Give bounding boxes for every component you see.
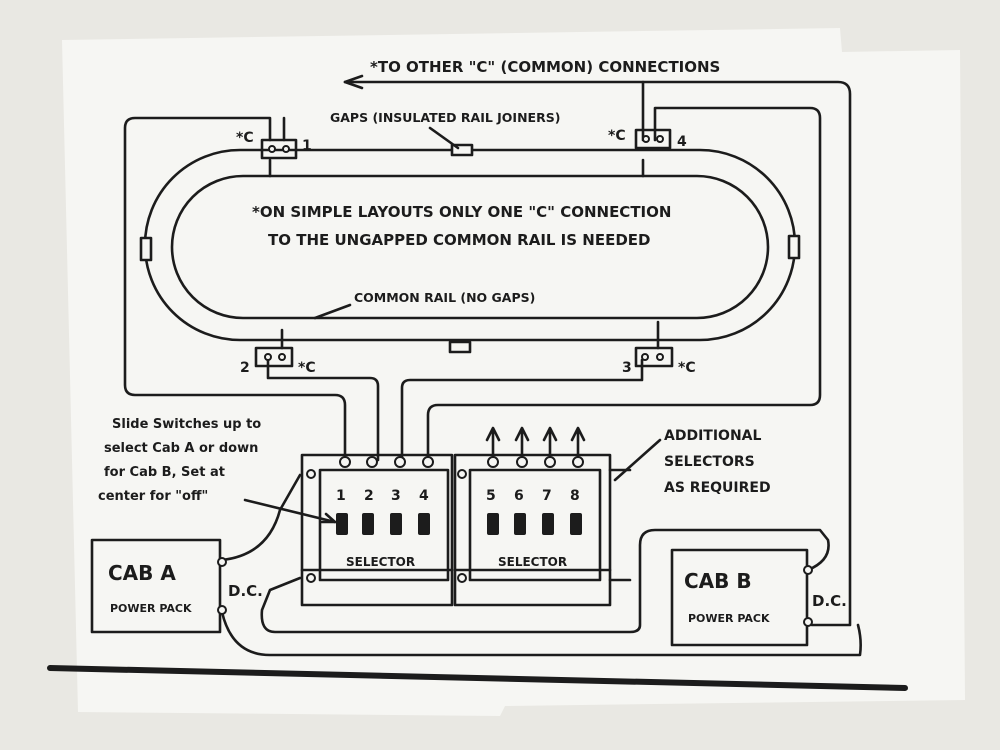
wire-cab-a-1 — [220, 473, 302, 562]
bottom-edge-line — [47, 665, 908, 691]
gap-left — [139, 236, 153, 262]
cab-b-dc: D.C. — [812, 592, 847, 610]
cab-b-box — [670, 548, 809, 647]
paper-sheet — [62, 28, 965, 716]
selector-num-4: 4 — [419, 488, 429, 504]
cab-a-dc: D.C. — [228, 582, 263, 600]
wire-common-top — [641, 80, 852, 627]
to-other-connections-label: *TO OTHER "C" (COMMON) CONNECTIONS — [370, 58, 720, 76]
additional-selectors-1: ADDITIONAL — [664, 428, 761, 444]
slide-switch-2[interactable] — [362, 513, 374, 535]
block-2-number: 2 — [240, 360, 250, 376]
selector-panel-right — [453, 453, 612, 607]
block-connector-4 — [634, 128, 672, 150]
wire-block2 — [266, 358, 380, 462]
gaps-label: GAPS (INSULATED RAIL JOINERS) — [330, 110, 560, 125]
selector-right-label: SELECTOR — [498, 555, 567, 569]
terminal-7 — [544, 456, 556, 468]
slide-switch-note-2: select Cab A or down — [104, 441, 258, 456]
terminal-1 — [339, 456, 351, 468]
slide-switch-note-1: Slide Switches up to — [112, 417, 261, 432]
common-rail-label: COMMON RAIL (NO GAPS) — [354, 290, 535, 305]
cab-a-power-pack: POWER PACK — [110, 602, 192, 615]
block-2-c: *C — [298, 360, 316, 376]
slide-switch-note-4: center for "off" — [98, 489, 208, 504]
arrow-up-6 — [514, 426, 530, 462]
terminal-5 — [487, 456, 499, 468]
selector-panel-left — [300, 453, 454, 607]
block-4-c: *C — [608, 128, 626, 144]
slide-switch-6[interactable] — [514, 513, 526, 535]
block-1-number: 1 — [302, 138, 312, 154]
terminal-3 — [394, 456, 406, 468]
arrow-up-8 — [570, 426, 586, 462]
gap-bottom — [448, 340, 472, 354]
selector-left-label: SELECTOR — [346, 555, 415, 569]
wire-block4 — [426, 106, 822, 462]
slide-switch-5[interactable] — [487, 513, 499, 535]
selector-num-8: 8 — [570, 488, 580, 504]
slide-switch-1[interactable] — [336, 513, 348, 535]
terminal-4 — [422, 456, 434, 468]
cab-b-title: CAB B — [684, 569, 752, 593]
wire-block3 — [400, 358, 644, 462]
wire-cab-b-1 — [260, 528, 830, 634]
wire-cab-a-2 — [220, 610, 862, 657]
track-inner-rail — [170, 174, 770, 320]
gap-top — [450, 143, 474, 157]
slide-switch-4[interactable] — [418, 513, 430, 535]
terminal-2 — [366, 456, 378, 468]
note-line-2: TO THE UNGAPPED COMMON RAIL IS NEEDED — [268, 231, 651, 249]
block-connector-1 — [260, 138, 298, 160]
note-line-1: *ON SIMPLE LAYOUTS ONLY ONE "C" CONNECTI… — [252, 203, 671, 221]
block-1-c: *C — [236, 130, 254, 146]
slide-switch-3[interactable] — [390, 513, 402, 535]
gap-right — [787, 234, 801, 260]
terminal-6 — [516, 456, 528, 468]
block-connector-3 — [634, 346, 674, 368]
slide-switch-note-3: for Cab B, Set at — [104, 465, 225, 480]
additional-selectors-3: AS REQUIRED — [664, 480, 771, 496]
wire-block1 — [123, 116, 347, 462]
arrow-up-7 — [542, 426, 558, 462]
cab-a-box — [90, 538, 222, 634]
block-3-c: *C — [678, 360, 696, 376]
selector-num-2: 2 — [364, 488, 374, 504]
cab-b-power-pack: POWER PACK — [688, 612, 770, 625]
selector-num-3: 3 — [391, 488, 401, 504]
arrow-up-5 — [485, 426, 501, 462]
block-3-number: 3 — [622, 360, 632, 376]
slide-switch-8[interactable] — [570, 513, 582, 535]
block-4-number: 4 — [677, 134, 687, 150]
selector-num-7: 7 — [542, 488, 552, 504]
selector-num-5: 5 — [486, 488, 496, 504]
slide-switch-7[interactable] — [542, 513, 554, 535]
block-connector-2 — [254, 346, 294, 368]
cab-a-title: CAB A — [108, 561, 176, 585]
terminal-8 — [572, 456, 584, 468]
selector-num-6: 6 — [514, 488, 524, 504]
selector-num-1: 1 — [336, 488, 346, 504]
additional-selectors-2: SELECTORS — [664, 454, 755, 470]
